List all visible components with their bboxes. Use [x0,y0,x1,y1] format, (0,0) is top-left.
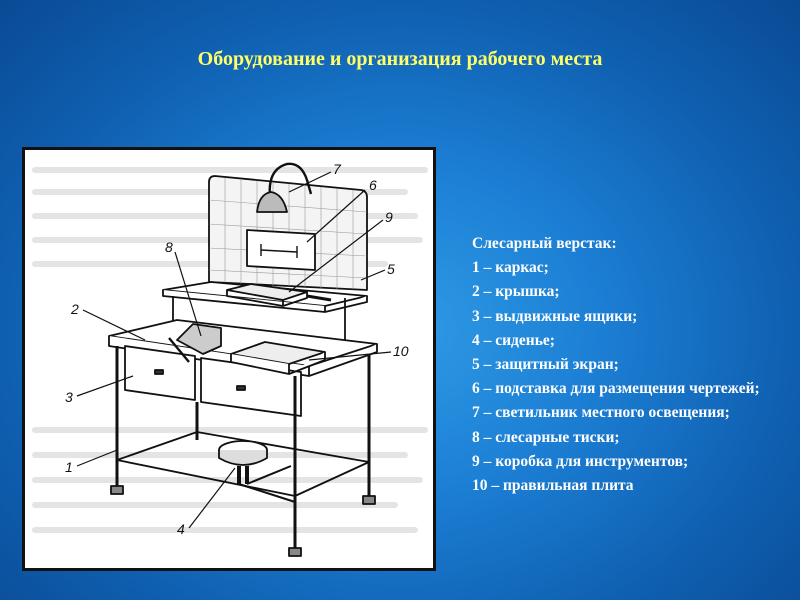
legend-item: 10 – правильная плита [472,477,634,495]
legend-item: 7 – светильник местного освещения; [472,404,730,422]
callout-3: 3 [65,389,73,405]
vise [176,323,222,355]
slide-title: Оборудование и организация рабочего мест… [197,48,603,70]
legend-item: 3 – выдвижные ящики; [472,307,638,325]
lower-frame [116,431,370,497]
callout-4: 4 [177,521,185,537]
drawing-stand [246,229,316,271]
callout-8: 8 [165,239,173,255]
legend-item: 6 – подставка для размещения чертежей; [472,380,760,398]
legend-heading: Слесарный верстак: [472,235,617,252]
callout-5: 5 [387,261,395,277]
callout-9: 9 [385,209,393,225]
callout-1: 1 [65,459,73,475]
callout-2: 2 [70,301,79,317]
workbench-drawing: 7 6 9 8 5 2 10 3 1 4 [32,161,428,557]
legend-item: 4 – сиденье; [472,331,555,349]
lamp-shade [256,191,288,213]
workbench-illustration: 7 6 9 8 5 2 10 3 1 4 [22,147,436,571]
legend-item: 5 – защитный экран; [472,356,619,374]
legend-item: 9 – коробка для инструментов; [472,452,689,470]
legend-item: 2 – крышка; [472,283,560,301]
callout-leaders [76,171,392,529]
callout-6: 6 [369,177,377,193]
callout-10: 10 [393,343,409,359]
callout-7: 7 [333,161,342,177]
legend-item: 8 – слесарные тиски; [472,428,620,446]
lamp-arm [268,162,313,205]
legend-item: 1 – каркас; [472,259,549,277]
legend: Слесарный верстак: 1 – каркас; 2 – крышк… [472,232,782,498]
